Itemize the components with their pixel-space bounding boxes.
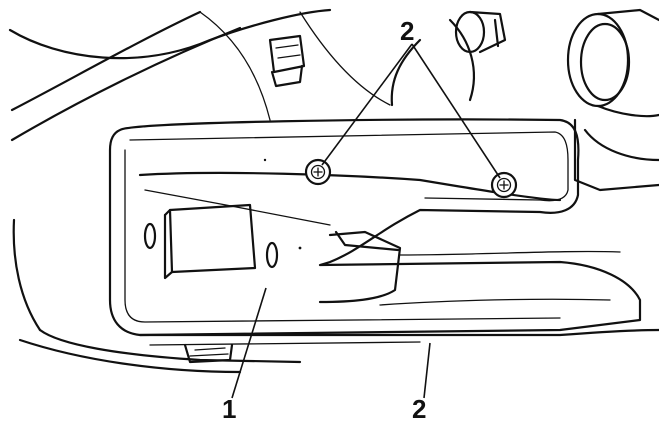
body-panel [8,8,391,374]
callout-label-2-bottom: 2 [412,394,426,423]
leader-lines [231,43,501,399]
callout-label-2-top: 2 [400,16,414,46]
callout-label-1-bottom: 1 [222,394,236,423]
intake-hose [390,10,507,107]
screw-icon [490,171,518,199]
cylindrical-component [566,8,659,192]
nut-icon [268,34,306,88]
lower-trim [138,328,659,364]
air-box-cover-icon [108,118,642,337]
screw-icon [304,158,332,186]
